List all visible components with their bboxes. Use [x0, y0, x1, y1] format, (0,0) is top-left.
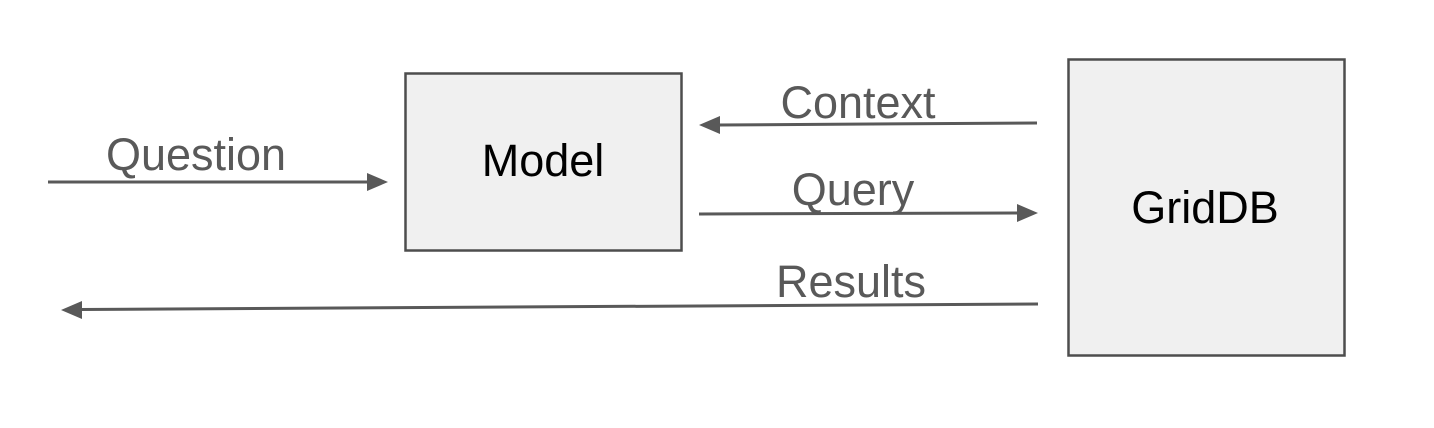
griddb-node-label: GridDB	[1131, 182, 1279, 233]
question-arrow: Question	[48, 129, 388, 191]
context-arrowhead-icon	[699, 116, 720, 134]
model-node: Model	[404, 72, 683, 252]
query-arrowhead-icon	[1017, 204, 1038, 222]
context-arrow: Context	[699, 77, 1038, 134]
results-arrow-line	[79, 302, 1039, 311]
question-arrowhead-icon	[367, 173, 388, 191]
model-node-label: Model	[482, 135, 605, 186]
context-arrow-label: Context	[780, 77, 936, 128]
results-arrow-label: Results	[776, 256, 926, 307]
griddb-node-box	[1067, 58, 1346, 357]
results-arrowhead-icon	[61, 301, 82, 319]
model-node-box	[404, 72, 683, 252]
question-arrow-label: Question	[106, 129, 286, 180]
query-arrow-label: Query	[792, 164, 915, 215]
griddb-node: GridDB	[1067, 58, 1346, 357]
results-arrow: Results	[61, 256, 1039, 319]
context-arrow-line	[717, 121, 1038, 127]
query-arrow-line	[698, 211, 1020, 216]
query-arrow: Query	[698, 164, 1038, 222]
